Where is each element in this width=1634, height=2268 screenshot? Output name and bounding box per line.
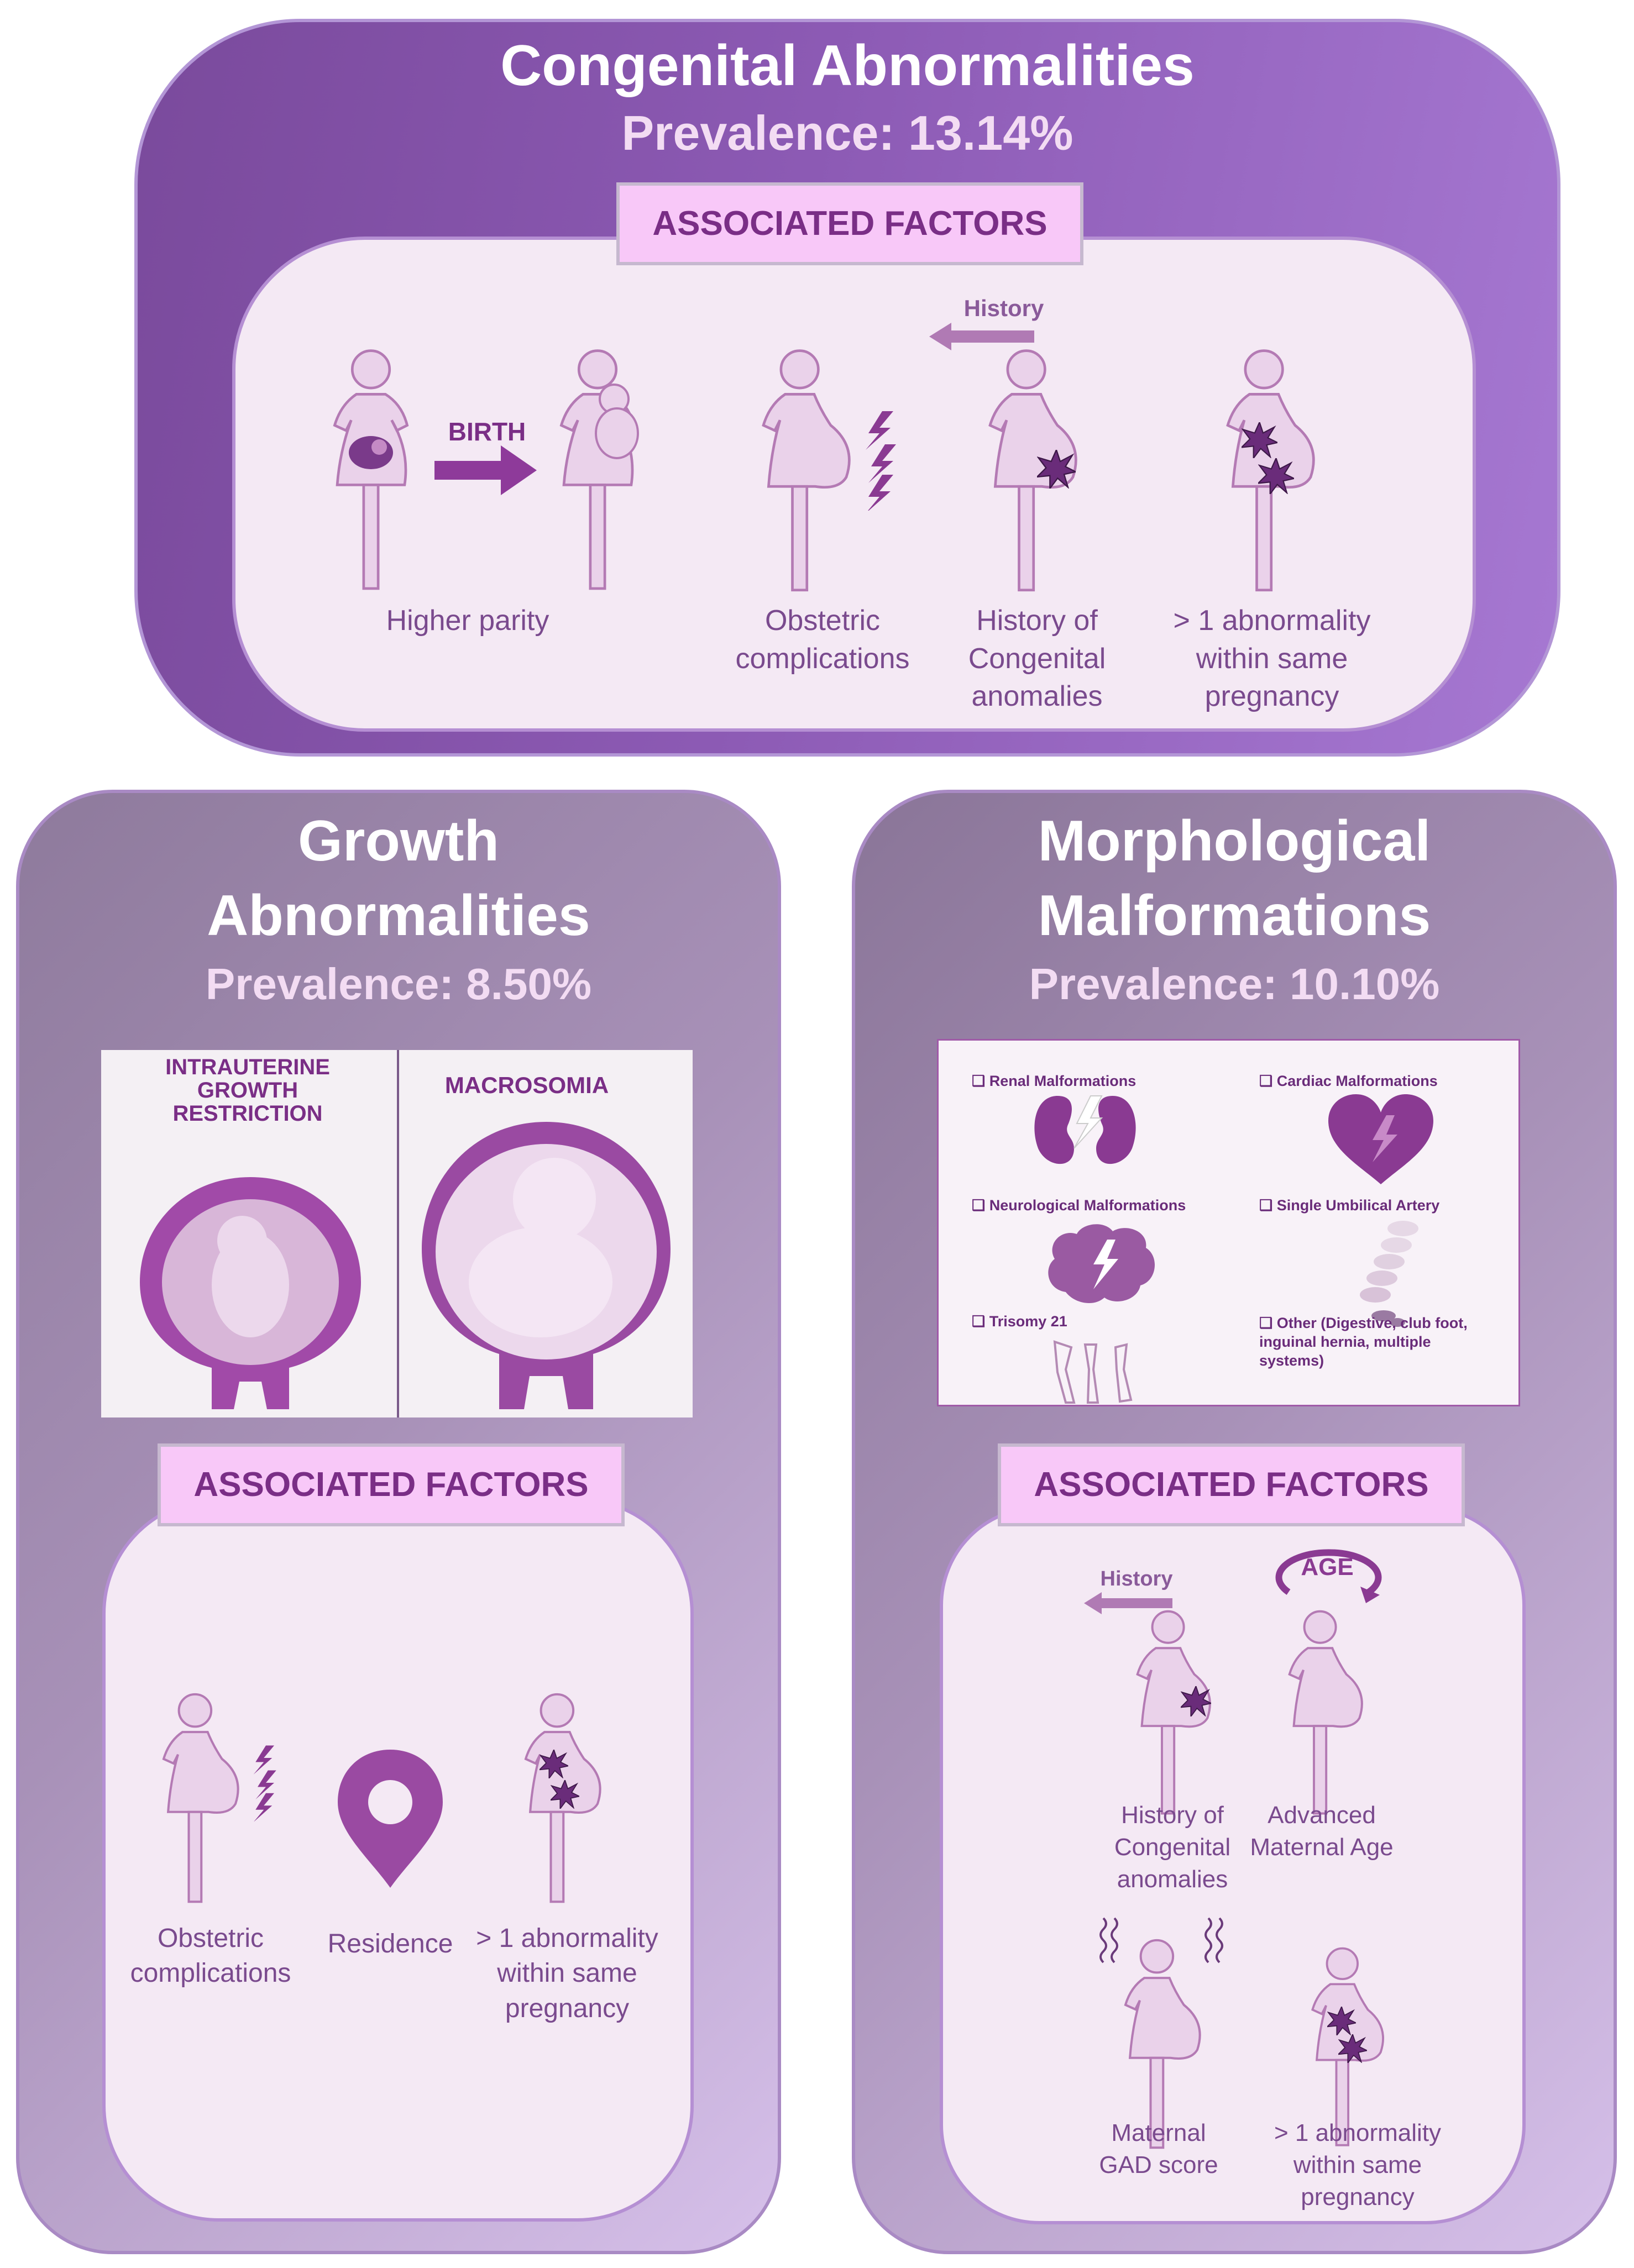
history-arrow-icon xyxy=(929,323,1034,350)
kidneys-icon xyxy=(1034,1095,1136,1164)
anomaly-burst-icon-1 xyxy=(1327,2007,1356,2035)
baby-icon xyxy=(595,384,639,459)
morph-title-line1: Morphological xyxy=(1038,809,1431,873)
anomaly-burst-icon-1 xyxy=(540,1750,568,1778)
anomaly-burst-icon-2 xyxy=(551,1780,579,1809)
morph-prevalence: Prevalence: 10.10% xyxy=(1029,959,1440,1009)
factor-label-multiple-abnormality: > 1 abnormality within same pregnancy xyxy=(1274,2119,1442,2211)
factor-label-maternal-gad: Maternal GAD score xyxy=(1099,2119,1218,2179)
anomaly-burst-icon xyxy=(1037,450,1076,489)
fetus-icon xyxy=(349,436,393,469)
congenital-factors-heading: ASSOCIATED FACTORS xyxy=(616,182,1083,265)
type-renal: ❑ Renal Malformations xyxy=(972,1073,1137,1089)
type-umbilical: ❑ Single Umbilical Artery xyxy=(1259,1197,1440,1214)
age-cycle-icon xyxy=(1275,1549,1382,1603)
morph-factors-box: History History of Congenital anomalies … xyxy=(940,1506,1526,2224)
anxiety-waves-icon xyxy=(1099,1917,1223,1964)
history-label: History xyxy=(963,295,1044,321)
factor-label-multiple-abnormality: > 1 abnormality within same pregnancy xyxy=(1173,605,1371,713)
factor-label-obstetric-complications: Obstetric complications xyxy=(735,605,910,675)
growth-image-panel: INTRAUTERINE GROWTH RESTRICTION MACROSOM… xyxy=(101,1050,693,1418)
anomaly-burst-icon xyxy=(1181,1686,1211,1716)
factor-label-residence: Residence xyxy=(327,1929,453,1959)
birth-arrow-icon xyxy=(434,445,537,495)
lightning-bolts-icon xyxy=(249,1744,282,1821)
morph-types-panel: ❑ Renal Malformations ❑ Cardiac Malforma… xyxy=(937,1039,1520,1406)
growth-factors-heading: ASSOCIATED FACTORS xyxy=(158,1443,625,1526)
macrosomia-uterus-icon xyxy=(422,1122,671,1409)
lightning-bolts-icon xyxy=(860,411,904,511)
pregnant-woman-age-icon xyxy=(1275,1609,1374,1819)
morph-title-line2: Malformations xyxy=(1038,884,1431,948)
chromosomes-icon xyxy=(1053,1340,1133,1404)
factor-label-obstetric-complications: Obstetric complications xyxy=(130,1924,291,1988)
congenital-title: Congenital Abnormalities xyxy=(500,34,1195,98)
factor-label-multiple-abnormality: > 1 abnormality within same pregnancy xyxy=(476,1924,658,2023)
type-other: ❑ Other (Digestive, club foot, inguinal … xyxy=(1259,1315,1468,1369)
growth-prevalence: Prevalence: 8.50% xyxy=(205,959,592,1009)
factor-label-history-congenital: History of Congenital anomalies xyxy=(1114,1802,1231,1893)
factor-label-higher-parity: Higher parity xyxy=(386,605,549,637)
type-neuro: ❑ Neurological Malformations xyxy=(972,1197,1186,1214)
brain-icon xyxy=(1048,1224,1155,1304)
age-label: AGE xyxy=(1301,1553,1354,1581)
growth-title-line2: Abnormalities xyxy=(207,884,590,948)
broken-heart-icon xyxy=(1328,1094,1433,1184)
factor-label-advanced-maternal-age: Advanced Maternal Age xyxy=(1250,1802,1394,1861)
birth-label: BIRTH xyxy=(448,417,526,446)
pregnant-woman-icon xyxy=(147,1692,252,1907)
morph-factors-heading: ASSOCIATED FACTORS xyxy=(998,1443,1465,1526)
anomaly-burst-icon-2 xyxy=(1338,2034,1367,2063)
iugr-uterus-icon xyxy=(140,1177,361,1409)
pregnant-woman-icon xyxy=(744,348,866,596)
growth-title-line1: Growth xyxy=(298,809,499,873)
anomaly-burst-icon-1 xyxy=(1242,422,1277,458)
woman-with-fetus-icon xyxy=(310,348,432,596)
divider xyxy=(397,1050,399,1418)
macrosomia-label: MACROSOMIA xyxy=(444,1072,609,1098)
congenital-factors-box: BIRTH Higher parity Obstetric complicati… xyxy=(232,237,1476,732)
growth-factors-box: Obstetric complications Residence > 1 ab… xyxy=(102,1498,694,2222)
iugr-label: INTRAUTERINE GROWTH RESTRICTION xyxy=(165,1055,330,1126)
location-pin-icon xyxy=(338,1750,443,1888)
history-arrow-icon xyxy=(1084,1592,1172,1614)
history-label: History xyxy=(1100,1567,1173,1590)
umbilical-cord-icon xyxy=(1360,1221,1418,1327)
congenital-prevalence: Prevalence: 13.14% xyxy=(621,106,1073,160)
type-trisomy: ❑ Trisomy 21 xyxy=(972,1313,1067,1330)
anomaly-burst-icon-2 xyxy=(1258,458,1294,494)
factor-label-history-congenital: History of Congenital anomalies xyxy=(968,605,1106,713)
type-cardiac: ❑ Cardiac Malformations xyxy=(1259,1073,1438,1089)
